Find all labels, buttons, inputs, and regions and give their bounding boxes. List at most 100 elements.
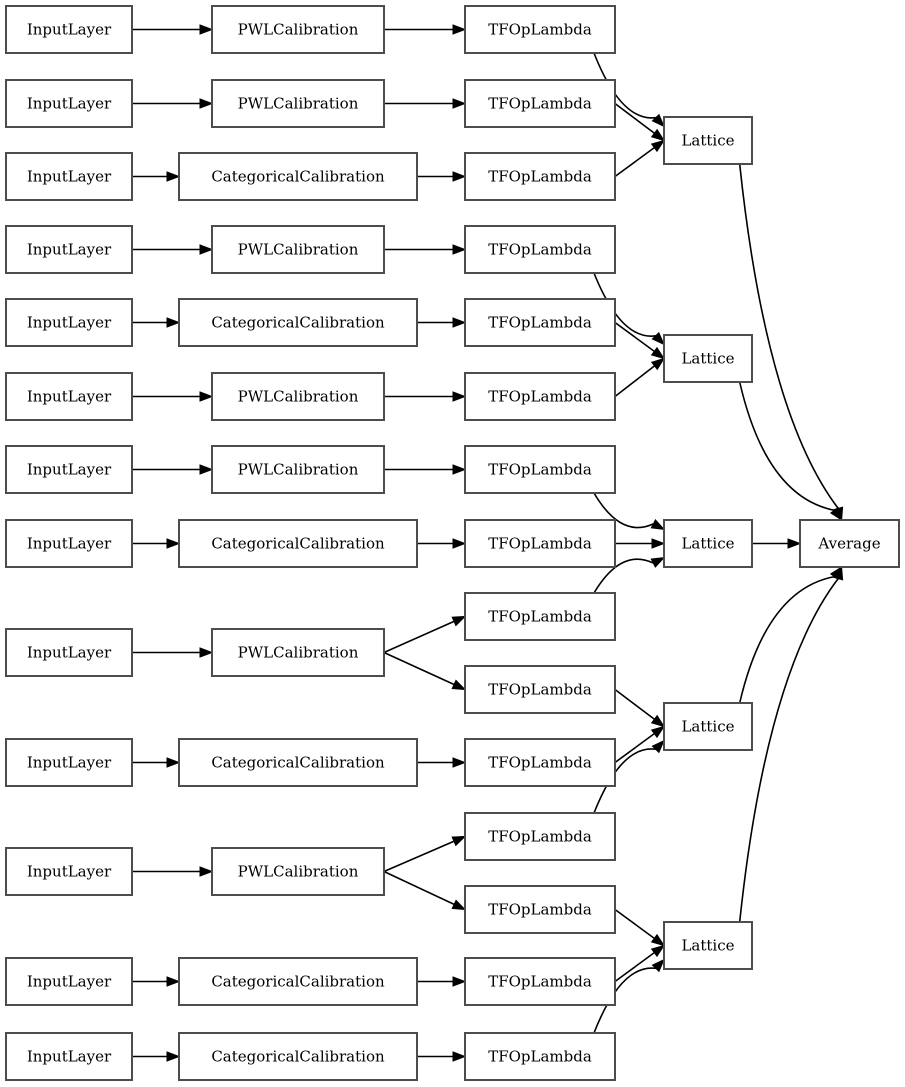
node-box[interactable] — [663, 116, 753, 165]
node-box[interactable] — [5, 445, 133, 494]
node-inputlayer-in2[interactable]: InputLayer — [5, 79, 133, 128]
node-lattice-lat5[interactable]: Lattice — [663, 921, 753, 970]
node-box[interactable] — [464, 5, 616, 54]
node-box[interactable] — [5, 298, 133, 347]
edge-path — [614, 908, 655, 940]
node-inputlayer-in3[interactable]: InputLayer — [5, 152, 133, 201]
node-box[interactable] — [211, 225, 385, 274]
node-box[interactable] — [464, 79, 616, 128]
node-lattice-lat3[interactable]: Lattice — [663, 519, 753, 568]
node-box[interactable] — [5, 225, 133, 274]
node-box[interactable] — [211, 847, 385, 896]
node-tfoplambda-op2[interactable]: TFOpLambda — [464, 79, 616, 128]
node-box[interactable] — [464, 738, 616, 787]
node-pwlcalibration-cal7[interactable]: PWLCalibration — [211, 445, 385, 494]
node-pwlcalibration-cal9[interactable]: PWLCalibration — [211, 628, 385, 677]
node-inputlayer-in5[interactable]: InputLayer — [5, 298, 133, 347]
node-lattice-lat2[interactable]: Lattice — [663, 334, 753, 383]
node-tfoplambda-op14[interactable]: TFOpLambda — [464, 957, 616, 1006]
node-pwlcalibration-cal1[interactable]: PWLCalibration — [211, 5, 385, 54]
node-categoricalcalibration-cal5[interactable]: CategoricalCalibration — [178, 298, 418, 347]
node-box[interactable] — [5, 519, 133, 568]
node-categoricalcalibration-cal8[interactable]: CategoricalCalibration — [178, 519, 418, 568]
node-box[interactable] — [211, 445, 385, 494]
node-box[interactable] — [464, 152, 616, 201]
node-box[interactable] — [5, 738, 133, 787]
node-box[interactable] — [464, 1032, 616, 1081]
node-categoricalcalibration-cal10[interactable]: CategoricalCalibration — [178, 738, 418, 787]
node-tfoplambda-op15[interactable]: TFOpLambda — [464, 1032, 616, 1081]
node-lattice-lat4[interactable]: Lattice — [663, 702, 753, 751]
node-inputlayer-in4[interactable]: InputLayer — [5, 225, 133, 274]
node-box[interactable] — [5, 372, 133, 421]
node-box[interactable] — [211, 79, 385, 128]
node-tfoplambda-op8[interactable]: TFOpLambda — [464, 519, 616, 568]
node-box[interactable] — [5, 1032, 133, 1081]
node-tfoplambda-op9[interactable]: TFOpLambda — [464, 592, 616, 641]
node-label: TFOpLambda — [488, 535, 592, 553]
node-tfoplambda-op6[interactable]: TFOpLambda — [464, 372, 616, 421]
node-box[interactable] — [663, 519, 753, 568]
node-box[interactable] — [464, 372, 616, 421]
node-inputlayer-in10[interactable]: InputLayer — [5, 738, 133, 787]
node-inputlayer-in13[interactable]: InputLayer — [5, 1032, 133, 1081]
node-box[interactable] — [178, 738, 418, 787]
node-pwlcalibration-cal2[interactable]: PWLCalibration — [211, 79, 385, 128]
node-inputlayer-in12[interactable]: InputLayer — [5, 957, 133, 1006]
node-box[interactable] — [464, 812, 616, 861]
node-lattice-lat1[interactable]: Lattice — [663, 116, 753, 165]
node-box[interactable] — [663, 334, 753, 383]
node-tfoplambda-op11[interactable]: TFOpLambda — [464, 738, 616, 787]
node-categoricalcalibration-cal13[interactable]: CategoricalCalibration — [178, 1032, 418, 1081]
node-pwlcalibration-cal4[interactable]: PWLCalibration — [211, 225, 385, 274]
node-box[interactable] — [464, 885, 616, 934]
node-box[interactable] — [464, 519, 616, 568]
node-box[interactable] — [799, 519, 900, 568]
node-box[interactable] — [178, 519, 418, 568]
node-box[interactable] — [464, 592, 616, 641]
node-tfoplambda-op13[interactable]: TFOpLambda — [464, 885, 616, 934]
node-box[interactable] — [178, 152, 418, 201]
node-box[interactable] — [464, 445, 616, 494]
edge-in1-to-cal1 — [132, 24, 214, 35]
node-box[interactable] — [663, 921, 753, 970]
node-average-avg[interactable]: Average — [799, 519, 900, 568]
node-inputlayer-in6[interactable]: InputLayer — [5, 372, 133, 421]
node-box[interactable] — [5, 79, 133, 128]
node-box[interactable] — [178, 1032, 418, 1081]
node-box[interactable] — [464, 225, 616, 274]
node-box[interactable] — [663, 702, 753, 751]
node-box[interactable] — [211, 628, 385, 677]
node-box[interactable] — [5, 152, 133, 201]
node-tfoplambda-op7[interactable]: TFOpLambda — [464, 445, 616, 494]
node-inputlayer-in1[interactable]: InputLayer — [5, 5, 133, 54]
edge-path — [383, 840, 455, 873]
node-box[interactable] — [464, 298, 616, 347]
node-pwlcalibration-cal6[interactable]: PWLCalibration — [211, 372, 385, 421]
node-box[interactable] — [211, 5, 385, 54]
node-box[interactable] — [178, 298, 418, 347]
node-tfoplambda-op1[interactable]: TFOpLambda — [464, 5, 616, 54]
node-pwlcalibration-cal11[interactable]: PWLCalibration — [211, 847, 385, 896]
node-tfoplambda-op4[interactable]: TFOpLambda — [464, 225, 616, 274]
node-tfoplambda-op3[interactable]: TFOpLambda — [464, 152, 616, 201]
node-categoricalcalibration-cal12[interactable]: CategoricalCalibration — [178, 957, 418, 1006]
node-box[interactable] — [178, 957, 418, 1006]
node-box[interactable] — [464, 957, 616, 1006]
node-box[interactable] — [5, 957, 133, 1006]
node-categoricalcalibration-cal3[interactable]: CategoricalCalibration — [178, 152, 418, 201]
node-box[interactable] — [5, 5, 133, 54]
node-inputlayer-in8[interactable]: InputLayer — [5, 519, 133, 568]
node-box[interactable] — [211, 372, 385, 421]
node-inputlayer-in11[interactable]: InputLayer — [5, 847, 133, 896]
node-tfoplambda-op10[interactable]: TFOpLambda — [464, 665, 616, 714]
edge-op12-to-lat4 — [593, 739, 665, 814]
node-label: InputLayer — [27, 754, 112, 772]
node-tfoplambda-op12[interactable]: TFOpLambda — [464, 812, 616, 861]
node-box[interactable] — [464, 665, 616, 714]
node-box[interactable] — [5, 847, 133, 896]
node-box[interactable] — [5, 628, 133, 677]
node-tfoplambda-op5[interactable]: TFOpLambda — [464, 298, 616, 347]
node-inputlayer-in7[interactable]: InputLayer — [5, 445, 133, 494]
node-inputlayer-in9[interactable]: InputLayer — [5, 628, 133, 677]
